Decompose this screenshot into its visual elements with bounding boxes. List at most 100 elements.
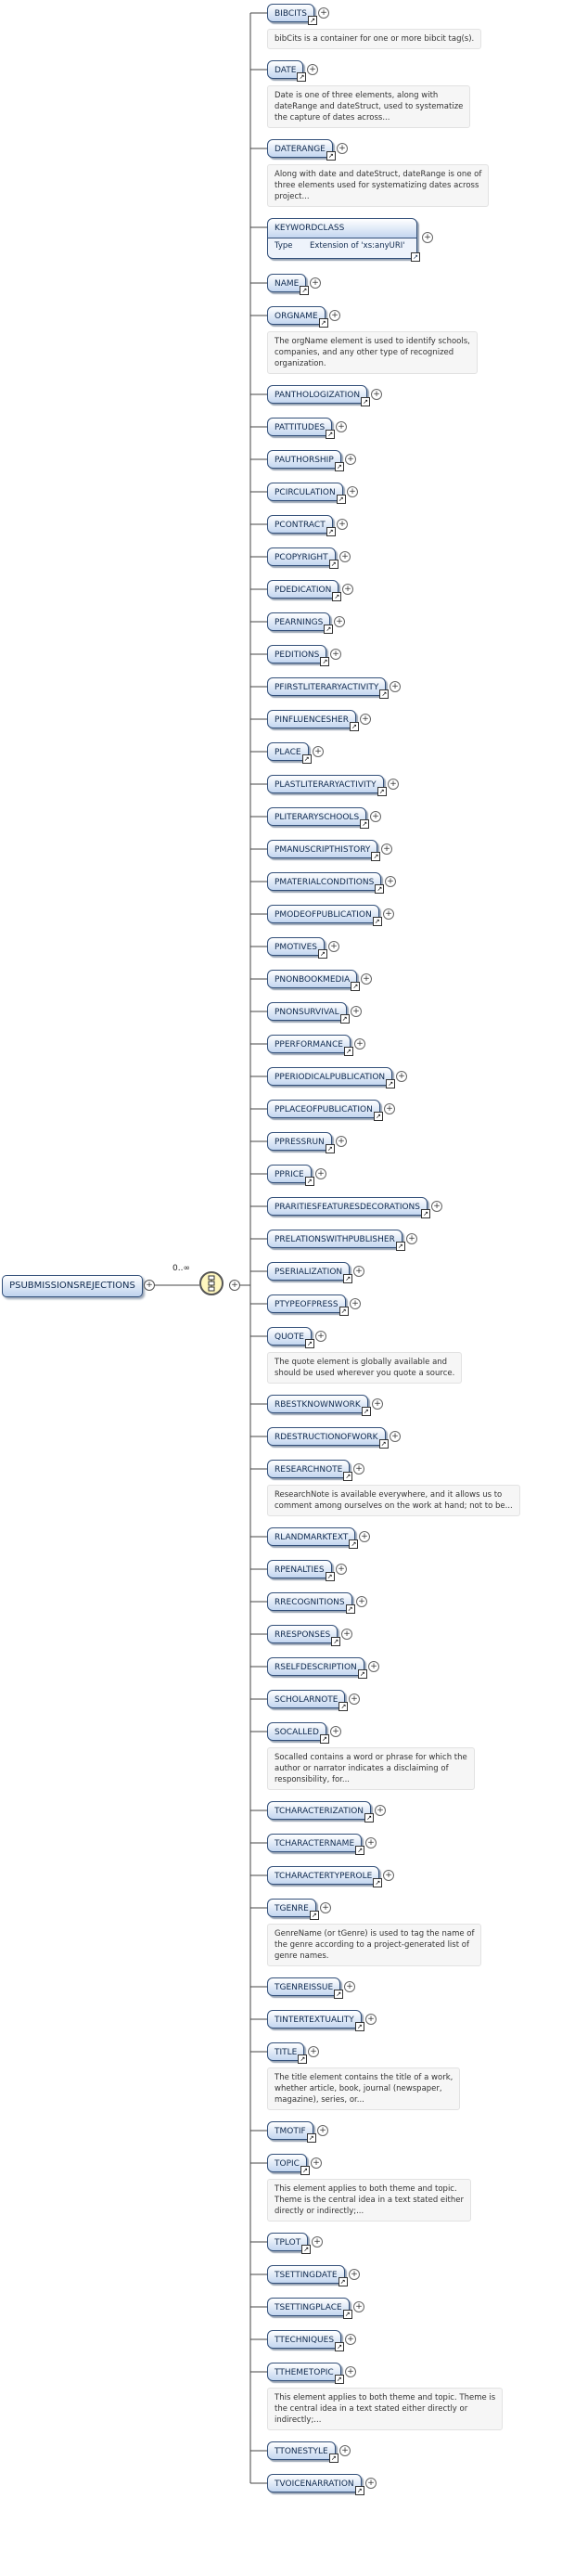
- reference-link-icon[interactable]: ↗: [355, 1846, 365, 1855]
- expand-icon[interactable]: +: [329, 310, 340, 321]
- element-pnonbookmedia[interactable]: PNONBOOKMEDIA↗: [267, 970, 361, 991]
- reference-link-icon[interactable]: ↗: [334, 462, 344, 471]
- expand-icon[interactable]: +: [308, 2046, 319, 2057]
- element-pcopyright[interactable]: PCOPYRIGHT↗: [267, 547, 338, 569]
- reference-link-icon[interactable]: ↗: [378, 1439, 389, 1449]
- reference-link-icon[interactable]: ↗: [317, 949, 327, 959]
- reference-link-icon[interactable]: ↗: [373, 1112, 383, 1121]
- element-ttonestyle[interactable]: TTONESTYLE↗: [267, 2441, 338, 2463]
- reference-link-icon[interactable]: ↗: [357, 1669, 367, 1679]
- reference-link-icon[interactable]: ↗: [325, 1144, 335, 1153]
- element-tvoicenarration[interactable]: TVOICENARRATION↗: [267, 2474, 364, 2495]
- expand-icon[interactable]: +: [337, 519, 348, 530]
- expand-icon[interactable]: +: [310, 277, 321, 289]
- reference-link-icon[interactable]: ↗: [309, 1911, 319, 1920]
- reference-link-icon[interactable]: ↗: [351, 982, 361, 991]
- expand-icon[interactable]: +: [372, 1398, 383, 1410]
- expand-icon[interactable]: +: [336, 1136, 347, 1147]
- element-pmanuscripthistory[interactable]: PMANUSCRIPTHISTORY↗: [267, 840, 381, 861]
- expand-icon[interactable]: +: [396, 1071, 407, 1082]
- reference-link-icon[interactable]: ↗: [304, 1339, 314, 1348]
- reference-link-icon[interactable]: ↗: [300, 2166, 310, 2175]
- element-pperformance[interactable]: PPERFORMANCE↗: [267, 1035, 353, 1056]
- reference-link-icon[interactable]: ↗: [297, 72, 307, 82]
- element-pnonsurvival[interactable]: PNONSURVIVAL↗: [267, 1002, 350, 1024]
- reference-link-icon[interactable]: ↗: [324, 625, 334, 634]
- sequence-expand-icon[interactable]: +: [229, 1280, 240, 1291]
- expand-icon[interactable]: +: [353, 2301, 364, 2312]
- expand-icon[interactable]: +: [370, 811, 381, 822]
- reference-link-icon[interactable]: ↗: [349, 1539, 359, 1549]
- element-pfirstliteraryactivity[interactable]: PFIRSTLITERARYACTIVITY↗: [267, 677, 390, 699]
- reference-link-icon[interactable]: ↗: [342, 2310, 352, 2319]
- reference-link-icon[interactable]: ↗: [298, 2054, 308, 2064]
- reference-link-icon[interactable]: ↗: [361, 1407, 371, 1416]
- sequence-compositor-icon[interactable]: [199, 1271, 224, 1295]
- element-tmotif[interactable]: TMOTIF↗: [267, 2121, 316, 2143]
- expand-icon[interactable]: +: [345, 2334, 356, 2345]
- reference-link-icon[interactable]: ↗: [421, 1209, 431, 1218]
- expand-icon[interactable]: +: [330, 1726, 341, 1737]
- element-panthologization[interactable]: PANTHOLOGIZATION↗: [267, 385, 371, 406]
- reference-link-icon[interactable]: ↗: [301, 2245, 312, 2254]
- expand-icon[interactable]: +: [330, 649, 341, 660]
- element-daterange[interactable]: DATERANGE↗: [267, 139, 336, 161]
- reference-link-icon[interactable]: ↗: [338, 1307, 349, 1316]
- reference-link-icon[interactable]: ↗: [364, 1813, 375, 1823]
- expand-icon[interactable]: +: [337, 143, 348, 154]
- element-peditions[interactable]: PEDITIONS↗: [267, 645, 330, 666]
- expand-icon[interactable]: +: [307, 64, 318, 75]
- reference-link-icon[interactable]: ↗: [339, 1014, 350, 1024]
- element-pcontract[interactable]: PCONTRACT↗: [267, 515, 336, 536]
- reference-link-icon[interactable]: ↗: [361, 397, 371, 406]
- element-place[interactable]: PLACE↗: [267, 742, 312, 764]
- expand-icon[interactable]: +: [320, 1902, 331, 1913]
- element-rselfdescription[interactable]: RSELFDESCRIPTION↗: [267, 1657, 367, 1679]
- expand-icon[interactable]: +: [431, 1201, 442, 1212]
- reference-link-icon[interactable]: ↗: [345, 1604, 355, 1614]
- element-tsettingplace[interactable]: TSETTINGPLACE↗: [267, 2298, 352, 2319]
- element-pplaceofpublication[interactable]: PPLACEOFPUBLICATION↗: [267, 1100, 383, 1121]
- reference-link-icon[interactable]: ↗: [373, 1878, 383, 1887]
- expand-icon[interactable]: +: [406, 1233, 417, 1244]
- expand-icon[interactable]: +: [365, 2478, 377, 2489]
- element-tcharacterization[interactable]: TCHARACTERIZATION↗: [267, 1801, 375, 1823]
- reference-link-icon[interactable]: ↗: [318, 318, 328, 328]
- expand-icon[interactable]: +: [344, 1981, 355, 1992]
- element-scholarnote[interactable]: SCHOLARNOTE↗: [267, 1690, 349, 1711]
- element-rresponses[interactable]: RRESPONSES↗: [267, 1625, 341, 1646]
- element-pmodeofpublication[interactable]: PMODEOFPUBLICATION↗: [267, 905, 382, 926]
- reference-link-icon[interactable]: ↗: [332, 592, 342, 601]
- element-pattitudes[interactable]: PATTITUDES↗: [267, 418, 336, 439]
- root-element-box[interactable]: PSUBMISSIONSREJECTIONS: [2, 1275, 143, 1297]
- root-expand-icon[interactable]: +: [144, 1280, 155, 1291]
- expand-icon[interactable]: +: [383, 1870, 394, 1881]
- expand-icon[interactable]: +: [345, 454, 356, 465]
- expand-icon[interactable]: +: [375, 1805, 386, 1816]
- element-pcirculation[interactable]: PCIRCULATION↗: [267, 483, 346, 504]
- element-praritiesfeaturesdecorations[interactable]: PRARITIESFEATURESDECORATIONS↗: [267, 1197, 431, 1218]
- expand-icon[interactable]: +: [334, 616, 345, 627]
- element-pearnings[interactable]: PEARNINGS↗: [267, 612, 334, 634]
- expand-icon[interactable]: +: [361, 973, 372, 985]
- element-rrecognitions[interactable]: RRECOGNITIONS↗: [267, 1592, 355, 1614]
- expand-icon[interactable]: +: [353, 1463, 364, 1475]
- element-pprice[interactable]: PPRICE↗: [267, 1165, 314, 1186]
- element-bibcits[interactable]: BIBCITS↗: [267, 4, 317, 25]
- expand-icon[interactable]: +: [342, 584, 353, 595]
- reference-link-icon[interactable]: ↗: [375, 884, 385, 894]
- reference-link-icon[interactable]: ↗: [326, 527, 336, 536]
- expand-icon[interactable]: +: [336, 1564, 347, 1575]
- expand-icon[interactable]: +: [360, 714, 371, 725]
- element-tsettingdate[interactable]: TSETTINGDATE↗: [267, 2265, 348, 2286]
- reference-link-icon[interactable]: ↗: [306, 2133, 316, 2143]
- expand-icon[interactable]: +: [315, 1331, 326, 1342]
- expand-icon[interactable]: +: [353, 1266, 364, 1277]
- expand-icon[interactable]: +: [313, 746, 324, 757]
- expand-icon[interactable]: +: [347, 486, 358, 497]
- reference-link-icon[interactable]: ↗: [300, 286, 310, 295]
- expand-icon[interactable]: +: [318, 7, 329, 19]
- reference-link-icon[interactable]: ↗: [349, 722, 359, 731]
- expand-icon[interactable]: +: [312, 2236, 323, 2248]
